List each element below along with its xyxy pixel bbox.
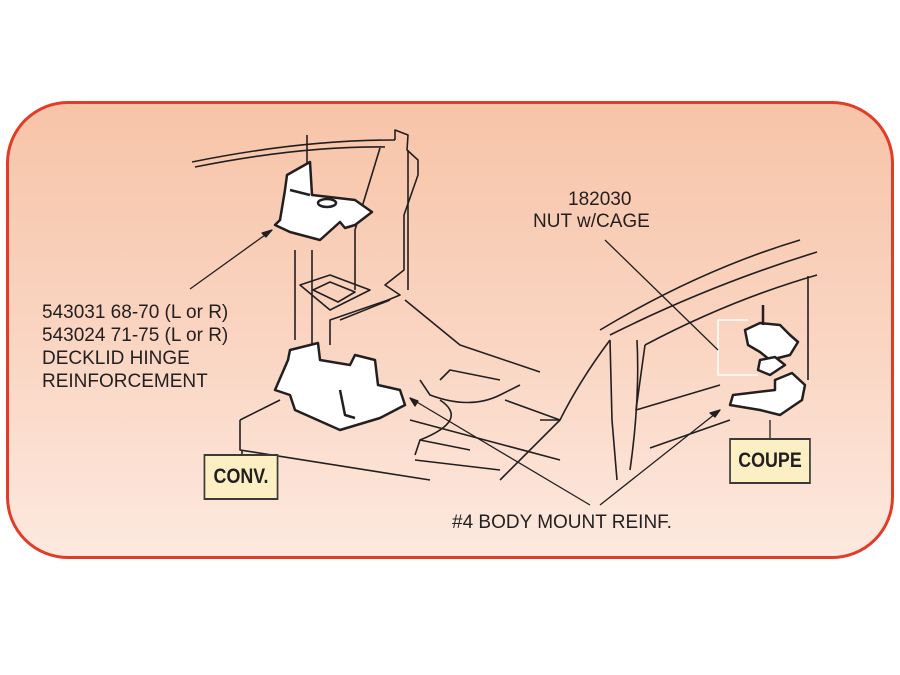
nut-part-name: NUT w/CAGE <box>533 211 650 232</box>
nut-with-cage-part <box>743 305 800 377</box>
nut-bracket-frame <box>717 319 758 376</box>
coupe-body-structure <box>499 239 818 481</box>
nut-part-number: 182030 <box>568 189 632 210</box>
conv-body-structure <box>191 129 561 481</box>
leader-lines <box>189 229 771 506</box>
conv-tag: CONV. <box>203 454 279 500</box>
coupe-body-mount-part <box>728 371 807 417</box>
body-mount-label: #4 BODY MOUNT REINF. <box>452 512 672 533</box>
coupe-tag: COUPE <box>729 438 811 484</box>
hinge-name-line2: REINFORCEMENT <box>42 371 208 392</box>
hinge-part-number-1: 543031 68-70 (L or R) <box>42 302 229 323</box>
decklid-hinge-reinforcement-part <box>273 160 374 242</box>
hinge-part-number-2: 543024 71-75 (L or R) <box>42 325 229 346</box>
conv-body-mount-part <box>273 341 407 432</box>
hinge-name-line1: DECKLID HINGE <box>42 348 190 369</box>
